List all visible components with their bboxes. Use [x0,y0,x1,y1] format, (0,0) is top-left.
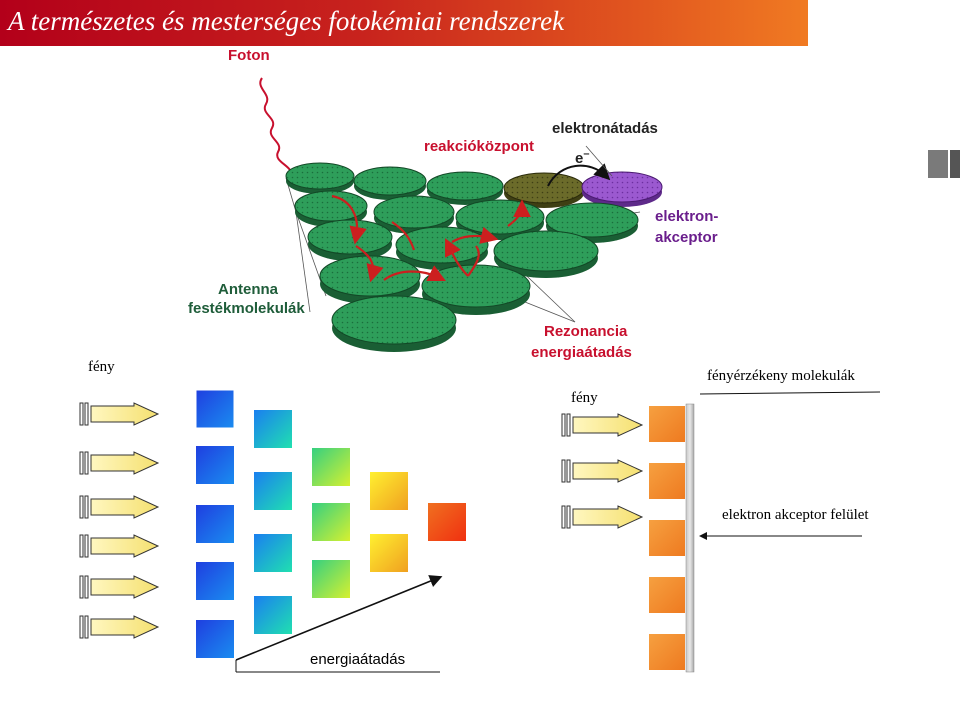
slide-title: A természetes és mesterséges fotokémiai … [8,6,565,36]
pigment-square [195,389,235,429]
antenna-label-2: festékmolekulák [188,300,305,317]
light-arrow-icon [561,459,644,483]
photosensitive-square [649,634,685,670]
antenna-label-1: Antenna [218,281,278,298]
light-arrow-icon [79,402,160,426]
light-arrow-icon [79,451,160,475]
disk [353,166,427,200]
pigment-square [196,446,234,484]
energy-transfer-label: energiaátadás [310,651,406,668]
electron-symbol: e– [575,148,589,167]
pigment-square [312,448,350,486]
pigment-square [196,505,234,543]
light-arrow-icon [561,413,644,437]
electron-transfer-label: elektronátadás [552,120,658,137]
light-arrows-left [79,402,160,639]
light-arrow-icon [79,495,160,519]
electron-acceptor-surface [685,403,695,673]
light-label-right: fény [571,390,598,406]
photosensitive-label: fényérzékeny molekulák [707,368,855,384]
pigment-square [312,560,350,598]
edge-tab [928,150,948,178]
resonance-label-1: Rezonancia [544,323,628,340]
electron-acceptor-label-2: akceptor [655,229,718,246]
light-arrows-right [561,413,644,529]
guide-lines [585,145,613,177]
photosensitive-square [649,406,685,442]
pigment-square [370,534,408,572]
electron-transfer-arrow [547,163,611,187]
electron-acceptor-label-1: elektron- [655,208,719,225]
disk [373,195,455,234]
acceptor-surface-label: elektron akceptor felület [722,507,869,523]
electron-charge: – [583,148,590,160]
edge-tab [950,150,960,178]
disk [307,219,393,261]
photosensitive-square [649,520,685,556]
antenna-disks [285,162,663,352]
disk [493,230,599,278]
disk [285,162,355,194]
pigment-square [254,410,292,448]
reaction-center-label: reakcióközpont [424,138,535,155]
photosensitive-square [649,463,685,499]
electron-acceptor-disk [581,171,663,207]
pigment-cascade [195,389,466,658]
light-arrow-icon [79,575,160,599]
photosensitive-pointer [699,391,881,395]
light-arrow-icon [561,505,644,529]
pigment-square [196,562,234,600]
electron-symbol-text: e [575,150,584,167]
disk [294,190,368,227]
pigment-square [254,596,292,634]
pigment-square [312,503,350,541]
pigment-square [370,472,408,510]
photon-wave-icon [259,77,291,171]
pigment-square [254,472,292,510]
resonance-arrows [331,194,531,283]
disk [426,171,504,205]
photon-label: Foton [228,47,270,64]
photosensitive-square [649,577,685,613]
disk [331,295,457,352]
resonance-label-2: energiaátadás [531,344,632,361]
photosensitive-molecules [649,406,685,670]
energy-transfer-arrow [235,575,443,661]
light-label-left: fény [88,359,115,375]
title-bar: A természetes és mesterséges fotokémiai … [0,0,808,46]
pigment-square [254,534,292,572]
light-arrow-icon [79,615,160,639]
light-arrow-icon [79,534,160,558]
pigment-square [196,620,234,658]
pigment-square [428,503,466,541]
